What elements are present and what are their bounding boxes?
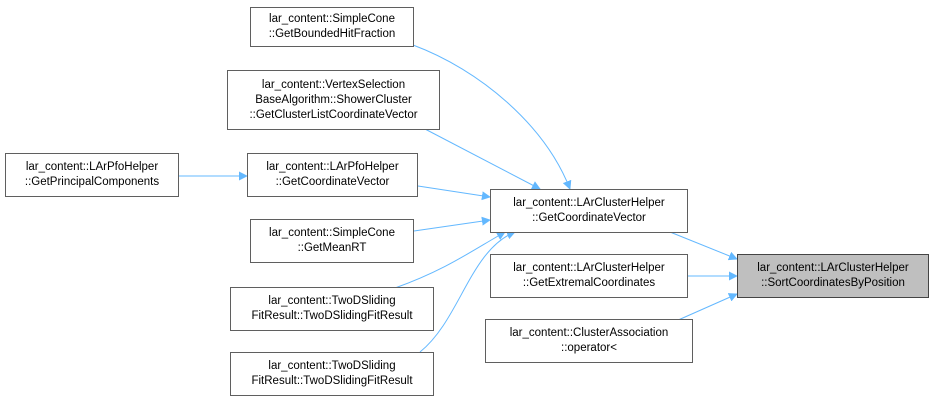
node-label-line: lar_content::TwoDSliding	[268, 360, 396, 372]
edge-cluster-coordinate-to-vertex-selection	[424, 128, 541, 190]
edge-cluster-coordinate-to-twod-fit-1	[394, 231, 506, 289]
node-pfo-helper-get-principal-components[interactable]: lar_content::LArPfoHelper ::GetPrincipal…	[5, 153, 179, 197]
node-label-line: lar_content::LArPfoHelper	[266, 161, 399, 173]
node-cluster-association-operator-less[interactable]: lar_content::ClusterAssociation ::operat…	[485, 319, 693, 363]
edge-cluster-coordinate-to-simplecone-meanrt	[413, 216, 491, 232]
node-label-line: BaseAlgorithm::ShowerCluster	[255, 93, 412, 106]
node-label-line: lar_content::LArPfoHelper	[25, 161, 159, 173]
node-cluster-helper-get-extremal-coordinates[interactable]: lar_content::LArClusterHelper ::GetExtre…	[490, 254, 688, 298]
node-simplecone-get-bounded-hit-fraction[interactable]: lar_content::SimpleCone ::GetBoundedHitF…	[250, 7, 414, 47]
node-label-line: ::operator<	[561, 342, 617, 354]
node-label-line: ::SortCoordinatesByPosition	[761, 277, 905, 289]
edge-sort-to-cluster-coordinate	[669, 231, 738, 261]
edge-cluster-coordinate-to-pfo-coordinate	[417, 185, 491, 201]
node-label-line: lar_content::TwoDSliding	[268, 295, 396, 307]
node-label-line: FitResult::TwoDSlidingFitResult	[251, 310, 413, 322]
node-label-line: ::GetExtremalCoordinates	[522, 277, 656, 289]
node-twod-sliding-fit-result-1[interactable]: lar_content::TwoDSliding FitResult::TwoD…	[230, 287, 434, 331]
node-label-line: lar_content::LArClusterHelper	[757, 262, 909, 274]
node-twod-sliding-fit-result-2[interactable]: lar_content::TwoDSliding FitResult::TwoD…	[230, 352, 434, 396]
node-label-line: ::GetMeanRT	[297, 242, 367, 254]
node-label-line: lar_content::SimpleCone	[269, 227, 395, 239]
node-label-line: ::GetCoordinateVector	[275, 176, 390, 188]
edge-cluster-coordinate-to-simplecone-bounded	[412, 44, 572, 190]
node-label-line: FitResult::TwoDSlidingFitResult	[251, 375, 413, 387]
node-vertex-selection-get-cluster-list-coordinate-vector[interactable]: lar_content::VertexSelection BaseAlgorit…	[227, 70, 440, 130]
node-label-line: ::GetPrincipalComponents	[24, 176, 160, 188]
node-label-line: lar_content::VertexSelection	[261, 78, 406, 91]
node-label-line: ::GetCoordinateVector	[532, 212, 646, 224]
node-simplecone-get-mean-rt[interactable]: lar_content::SimpleCone ::GetMeanRT	[250, 219, 414, 263]
edge-cluster-coordinate-to-twod-fit-2	[419, 230, 516, 353]
node-cluster-helper-sort-coordinates-by-position: lar_content::LArClusterHelper ::SortCoor…	[737, 254, 929, 298]
node-label-line: lar_content::LArClusterHelper	[513, 197, 665, 209]
node-label-line: lar_content::ClusterAssociation	[509, 327, 669, 339]
node-label-line: ::GetClusterListCoordinateVector	[249, 108, 418, 121]
node-label-line: lar_content::LArClusterHelper	[513, 262, 665, 274]
edge-sort-to-cluster-association	[675, 293, 738, 322]
node-cluster-helper-get-coordinate-vector[interactable]: lar_content::LArClusterHelper ::GetCoord…	[490, 189, 688, 233]
node-label-line: ::GetBoundedHitFraction	[268, 28, 396, 40]
node-pfo-helper-get-coordinate-vector[interactable]: lar_content::LArPfoHelper ::GetCoordinat…	[247, 153, 418, 197]
node-label-line: lar_content::SimpleCone	[269, 13, 395, 25]
